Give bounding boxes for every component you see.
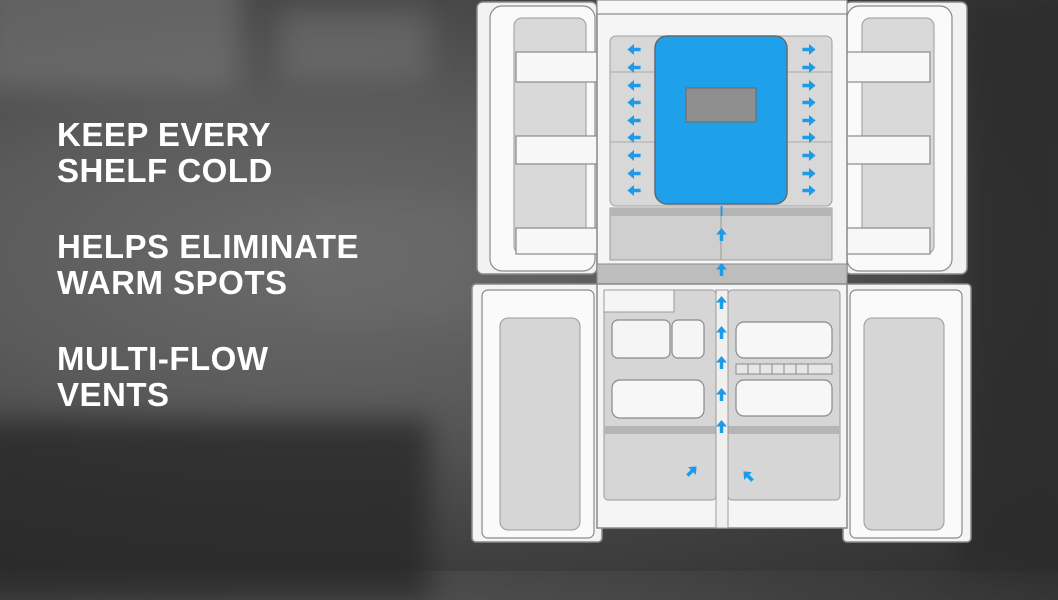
feature-line: HELPS ELIMINATE	[57, 228, 360, 265]
upper-right-door	[839, 1, 968, 275]
upper-left-door	[476, 1, 607, 275]
airflow-arrows	[627, 44, 816, 485]
feature-multi-flow-vents: MULTI-FLOW VENTS	[57, 341, 268, 413]
feature-line: SHELF COLD	[57, 152, 273, 189]
refrigerator-diagram	[471, 0, 972, 543]
feature-line: MULTI-FLOW	[57, 340, 269, 377]
lower-right-door	[842, 283, 972, 543]
background-blur	[960, 0, 1058, 571]
background-blur	[0, 0, 240, 90]
background-blur	[0, 420, 430, 600]
fresh-food-compartment	[596, 0, 848, 275]
feature-line: WARM SPOTS	[57, 264, 288, 301]
background-blur	[280, 10, 430, 80]
lower-compartment	[596, 283, 848, 529]
control-display	[685, 87, 757, 123]
feature-line: KEEP EVERY	[57, 116, 272, 153]
feature-line: VENTS	[57, 376, 170, 413]
background-blur	[300, 200, 480, 320]
lower-left-door	[471, 283, 603, 543]
feature-helps-eliminate-warm-spots: HELPS ELIMINATE WARM SPOTS	[57, 229, 359, 301]
feature-keep-every-shelf-cold: KEEP EVERY SHELF COLD	[57, 117, 273, 189]
